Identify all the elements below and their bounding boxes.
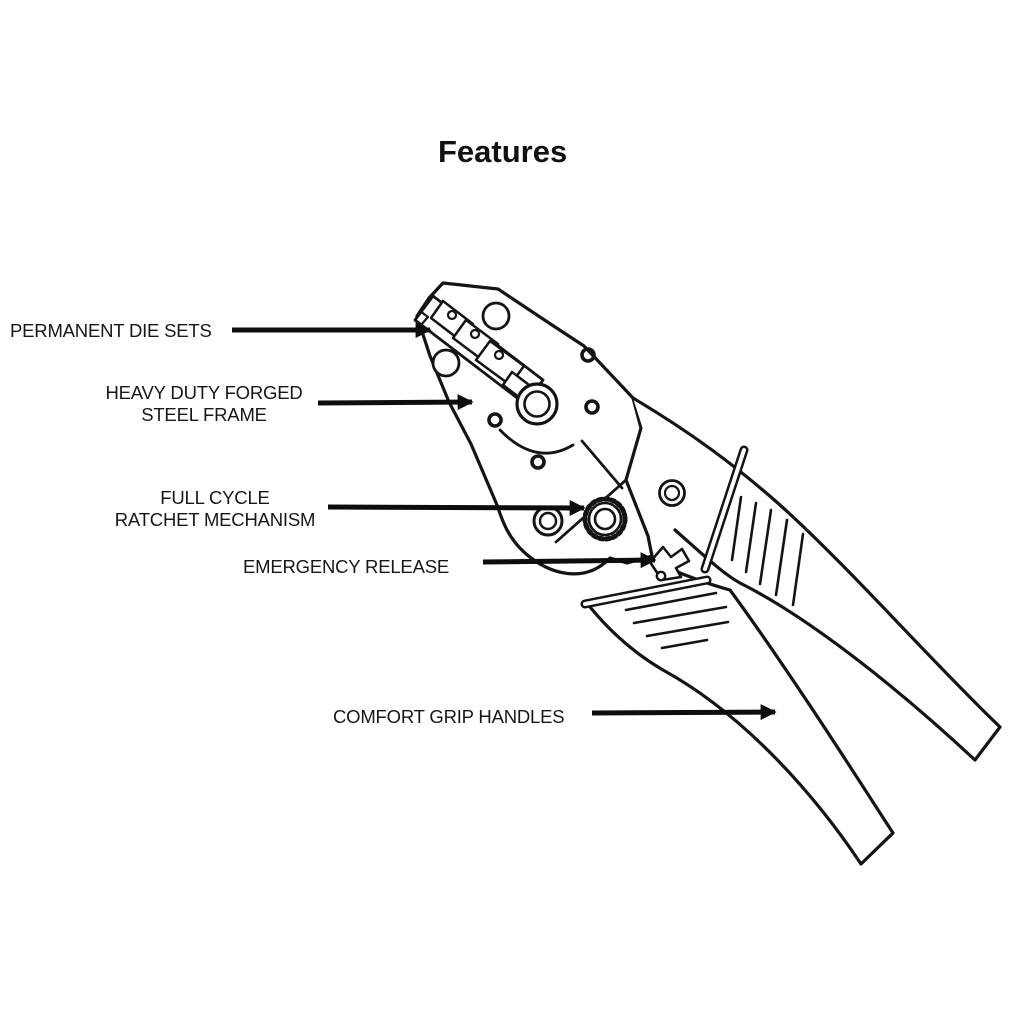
die-set-strip — [413, 294, 545, 406]
callout-arrows — [232, 321, 777, 721]
frame-holes — [431, 301, 686, 507]
label-ratchet-line2: RATCHET MECHANISM — [114, 509, 316, 530]
label-steel-frame: HEAVY DUTY FORGED STEEL FRAME — [94, 382, 314, 426]
label-ratchet-line1: FULL CYCLE — [160, 487, 270, 508]
upper-handle — [631, 396, 1002, 762]
label-steel-frame-line1: HEAVY DUTY FORGED — [105, 382, 303, 403]
label-comfort-grip-handles: COMFORT GRIP HANDLES — [333, 706, 565, 727]
label-steel-frame-line2: STEEL FRAME — [141, 404, 267, 425]
label-ratchet-mechanism: FULL CYCLE RATCHET MECHANISM — [105, 487, 325, 531]
upper-grip-hatching — [730, 495, 805, 607]
label-permanent-die-sets: PERMANENT DIE SETS — [10, 320, 212, 341]
arrow-release — [482, 552, 657, 569]
lower-grip-hatching — [624, 591, 730, 650]
label-emergency-release: EMERGENCY RELEASE — [243, 556, 449, 577]
arrow-ratchet — [327, 499, 586, 516]
ratchet-gear — [532, 496, 628, 542]
page-title: Features — [438, 134, 568, 169]
arrow-handles — [591, 704, 777, 721]
arrow-steel-frame — [317, 394, 474, 411]
emergency-release-lever — [648, 545, 691, 582]
